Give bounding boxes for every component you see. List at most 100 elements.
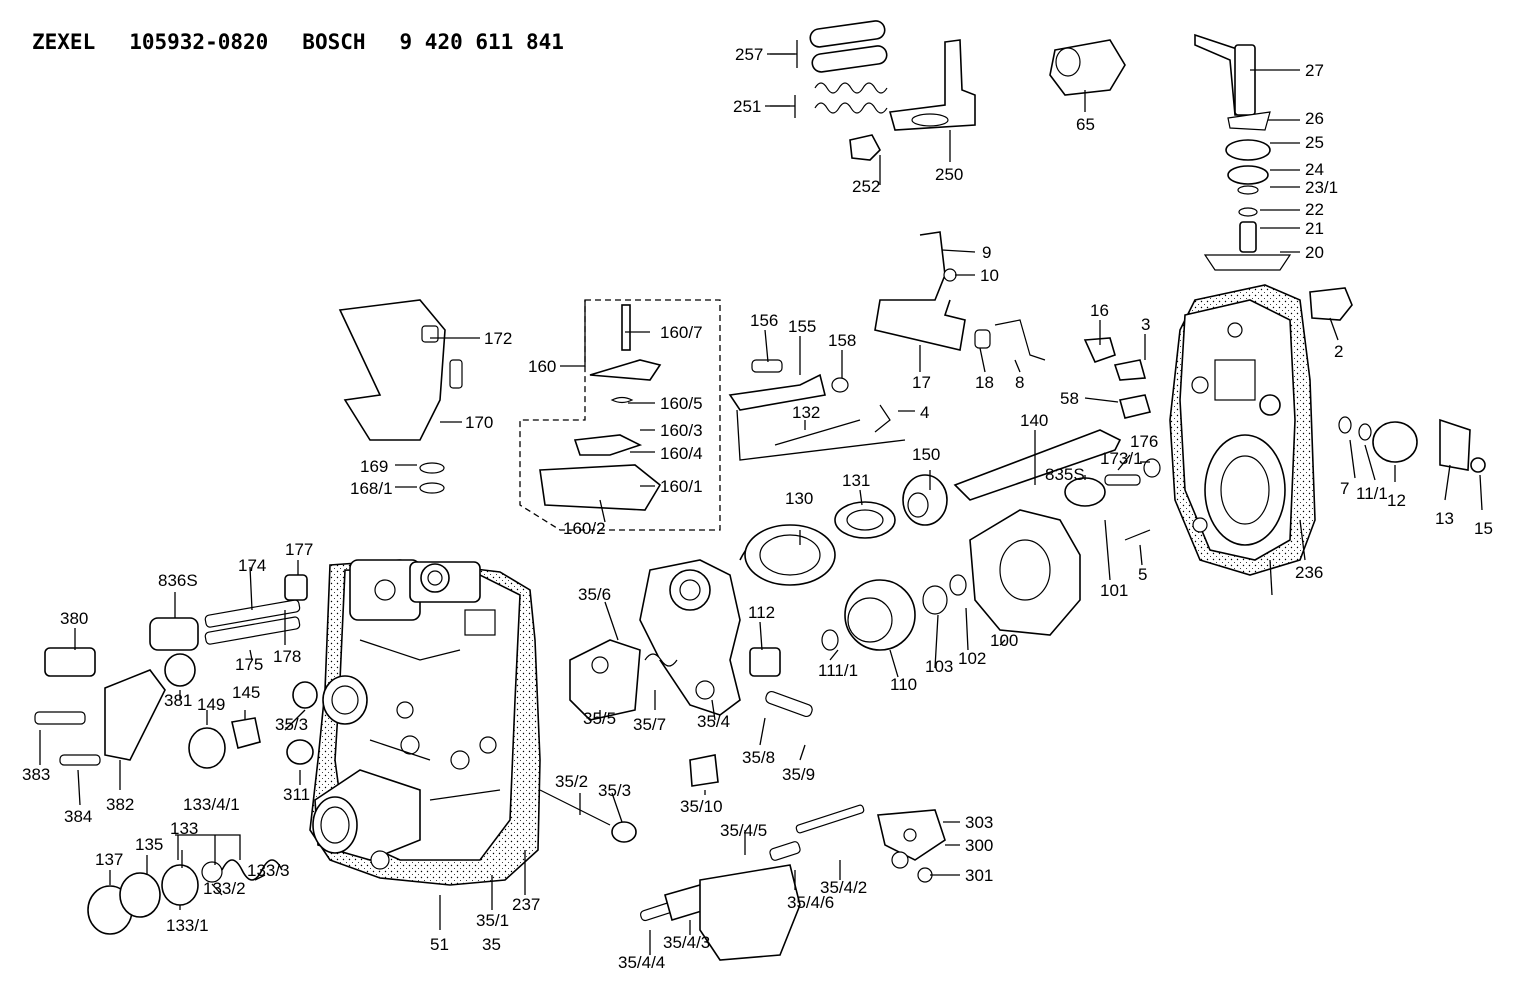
label-135: 135 xyxy=(135,835,163,854)
label-24: 24 xyxy=(1305,160,1324,179)
springs-and-bracket-group xyxy=(770,20,1126,161)
label-303: 303 xyxy=(965,813,993,832)
label-382: 382 xyxy=(106,795,134,814)
label-131: 131 xyxy=(842,471,870,490)
label-110: 110 xyxy=(890,675,917,694)
label-160-4: 160/4 xyxy=(660,444,703,463)
label-250: 250 xyxy=(935,165,963,184)
label-160: 160 xyxy=(528,357,556,376)
label-51: 51 xyxy=(430,935,449,954)
label-155: 155 xyxy=(788,317,816,336)
label-35: 35 xyxy=(482,935,501,954)
label-13: 13 xyxy=(1435,509,1454,528)
label-11-1: 11/1 xyxy=(1356,484,1388,503)
label-160-3: 160/3 xyxy=(660,421,703,440)
label-103: 103 xyxy=(925,657,953,676)
group-160-box xyxy=(519,299,721,531)
label-133-4-1: 133/4/1 xyxy=(183,795,240,814)
label-27: 27 xyxy=(1305,61,1324,80)
label-111-1: 111/1 xyxy=(818,661,858,680)
label-383: 383 xyxy=(22,765,50,784)
pump-housing xyxy=(309,559,541,886)
label-132: 132 xyxy=(792,403,820,422)
label-133: 133 xyxy=(170,819,198,838)
label-35-4-6: 35/4/6 xyxy=(787,893,834,912)
label-168-1: 168/1 xyxy=(350,479,393,498)
left-side-parts xyxy=(34,299,463,769)
label-300: 300 xyxy=(965,836,993,855)
label-257: 257 xyxy=(735,45,763,64)
label-58: 58 xyxy=(1060,389,1079,408)
label-170: 170 xyxy=(465,413,493,432)
label-35-9: 35/9 xyxy=(782,765,815,784)
label-173-1: 173/1 xyxy=(1100,449,1143,468)
part-labels: 257 251 252 250 65 27 26 25 24 23/1 22 2… xyxy=(22,45,1493,972)
label-384: 384 xyxy=(64,807,92,826)
label-380: 380 xyxy=(60,609,88,628)
header-zexel-number: 105932-0820 xyxy=(129,30,269,54)
label-101: 101 xyxy=(1100,581,1128,600)
label-16: 16 xyxy=(1090,301,1109,320)
label-133-1: 133/1 xyxy=(166,916,209,935)
leader-lines xyxy=(39,53,1483,955)
stop-lever-assembly xyxy=(874,231,1046,361)
label-35-5: 35/5 xyxy=(583,709,616,728)
label-4: 4 xyxy=(920,403,929,422)
label-35-1: 35/1 xyxy=(476,911,509,930)
label-160-5: 160/5 xyxy=(660,394,703,413)
tension-lever-group xyxy=(539,559,813,843)
label-35-2: 35/2 xyxy=(555,772,588,791)
label-35-4-4: 35/4/4 xyxy=(618,953,665,972)
label-35-7: 35/7 xyxy=(633,715,666,734)
label-35-3b: 35/3 xyxy=(598,781,631,800)
label-5: 5 xyxy=(1138,565,1147,584)
flyweight-assembly xyxy=(749,509,1081,677)
label-35-4: 35/4 xyxy=(697,712,730,731)
label-35-10: 35/10 xyxy=(680,797,723,816)
label-301: 301 xyxy=(965,866,993,885)
label-137: 137 xyxy=(95,850,123,869)
label-35-4-3: 35/4/3 xyxy=(663,933,710,952)
label-160-1: 160/1 xyxy=(660,477,703,496)
label-178: 178 xyxy=(273,647,301,666)
label-176: 176 xyxy=(1130,432,1158,451)
bottom-linkage-group xyxy=(639,804,946,961)
label-251: 251 xyxy=(733,97,761,116)
label-23-1: 23/1 xyxy=(1305,178,1338,197)
label-130: 130 xyxy=(785,489,813,508)
label-836s: 836S xyxy=(158,571,198,590)
label-150: 150 xyxy=(912,445,940,464)
label-149: 149 xyxy=(197,695,225,714)
label-22: 22 xyxy=(1305,200,1324,219)
label-252: 252 xyxy=(852,177,880,196)
label-18: 18 xyxy=(975,373,994,392)
label-174: 174 xyxy=(238,556,266,575)
label-311: 311 xyxy=(283,785,310,804)
right-side-parts xyxy=(1064,287,1486,541)
label-26: 26 xyxy=(1305,109,1324,128)
label-35-4-5: 35/4/5 xyxy=(720,821,767,840)
label-9: 9 xyxy=(982,243,991,262)
label-160-2: 160/2 xyxy=(563,519,606,538)
label-20: 20 xyxy=(1305,243,1324,262)
label-177: 177 xyxy=(285,540,313,559)
header-brand-bosch: BOSCH xyxy=(302,30,366,54)
label-2: 2 xyxy=(1334,342,1343,361)
label-236: 236 xyxy=(1295,563,1323,582)
label-8: 8 xyxy=(1015,373,1024,392)
label-156: 156 xyxy=(750,311,778,330)
label-172: 172 xyxy=(484,329,512,348)
label-175: 175 xyxy=(235,655,263,674)
label-133-3: 133/3 xyxy=(247,861,290,880)
linkage-155-group xyxy=(728,359,906,461)
control-lever-stack xyxy=(1194,33,1292,271)
header-bosch-number: 9 420 611 841 xyxy=(399,30,564,54)
label-158: 158 xyxy=(828,331,856,350)
label-169: 169 xyxy=(360,457,388,476)
label-112: 112 xyxy=(748,603,775,622)
label-100: 100 xyxy=(990,631,1018,650)
label-3: 3 xyxy=(1141,315,1150,334)
label-21: 21 xyxy=(1305,219,1324,238)
label-25: 25 xyxy=(1305,133,1324,152)
